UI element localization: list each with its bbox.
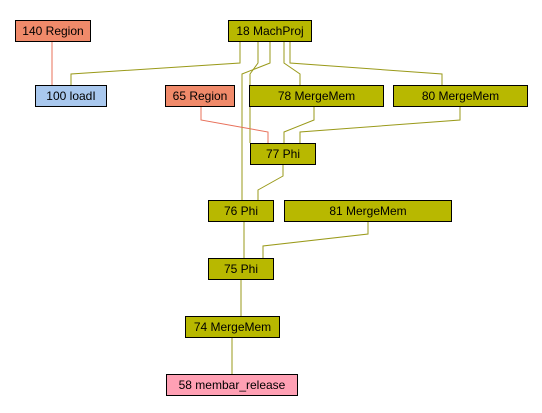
edge-81-to-75 <box>262 222 369 258</box>
node-58-membar-release[interactable]: 58 membar_release <box>166 374 298 396</box>
node-100-loadi[interactable]: 100 loadI <box>35 85 107 107</box>
node-140-region[interactable]: 140 Region <box>15 20 91 42</box>
edge-18-to-80 <box>289 42 443 85</box>
node-77-phi[interactable]: 77 Phi <box>250 143 316 165</box>
edge-18-to-78 <box>283 42 301 85</box>
node-75-phi[interactable]: 75 Phi <box>208 258 274 280</box>
edge-80-to-77 <box>299 105 461 143</box>
node-78-mergemem[interactable]: 78 MergeMem <box>249 85 384 107</box>
edge-65-to-77 <box>200 105 269 143</box>
node-18-machproj[interactable]: 18 MachProj <box>228 20 312 42</box>
edge-77-to-76 <box>257 164 284 200</box>
node-81-mergemem[interactable]: 81 MergeMem <box>284 200 452 222</box>
node-80-mergemem[interactable]: 80 MergeMem <box>393 85 528 107</box>
node-76-phi[interactable]: 76 Phi <box>208 200 274 222</box>
edge-18-to-100 <box>70 42 241 85</box>
node-74-mergemem[interactable]: 74 MergeMem <box>185 316 280 338</box>
edge-18-to-76 <box>241 42 271 200</box>
edge-18-to-77 <box>249 42 259 143</box>
node-65-region[interactable]: 65 Region <box>165 85 235 107</box>
edge-78-to-77 <box>283 105 315 143</box>
